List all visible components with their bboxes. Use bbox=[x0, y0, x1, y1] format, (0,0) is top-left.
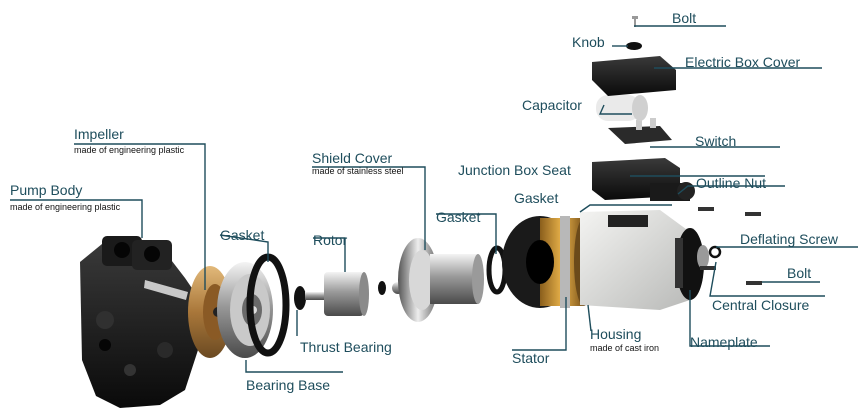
knob-part bbox=[626, 42, 642, 50]
label-outline-nut: Outline Nut bbox=[696, 175, 767, 191]
label-bearing-base: Bearing Base bbox=[246, 377, 331, 393]
electric-box-cover-part bbox=[592, 56, 676, 96]
note-shield-cover: made of stainless steel bbox=[312, 166, 404, 176]
label-housing: Housing bbox=[590, 326, 642, 342]
label-central-closure: Central Closure bbox=[712, 297, 810, 313]
label-bolt-right: Bolt bbox=[787, 265, 812, 281]
nameplate-part bbox=[675, 238, 683, 288]
label-nameplate: Nameplate bbox=[690, 334, 758, 350]
leader-lines bbox=[10, 25, 858, 373]
label-junction-box-seat: Junction Box Seat bbox=[458, 162, 571, 178]
deflating-ring-part bbox=[708, 245, 722, 259]
outline-nut-part bbox=[677, 182, 695, 200]
housing-part bbox=[580, 210, 704, 310]
label-switch: Switch bbox=[695, 133, 737, 149]
label-pump-body: Pump Body bbox=[10, 182, 83, 198]
label-gasket-top: Gasket bbox=[514, 190, 559, 206]
label-gasket-mid: Gasket bbox=[436, 209, 481, 225]
label-shield-cover: Shield Cover bbox=[312, 150, 393, 166]
note-housing: made of cast iron bbox=[590, 343, 660, 353]
right-bolts bbox=[698, 207, 762, 285]
capacitor-part bbox=[596, 95, 648, 121]
rotor-part bbox=[324, 272, 369, 316]
label-rotor: Rotor bbox=[313, 232, 348, 248]
shaft-part bbox=[305, 292, 335, 300]
thrust-bearing-part bbox=[294, 286, 306, 310]
pump-body-part bbox=[80, 236, 200, 408]
bearing-base-part bbox=[217, 262, 273, 358]
label-stator: Stator bbox=[512, 350, 550, 366]
label-capacitor: Capacitor bbox=[522, 97, 582, 113]
top-bolt-part bbox=[632, 16, 638, 27]
label-thrust-bearing: Thrust Bearing bbox=[300, 339, 392, 355]
note-pump-body: made of engineering plastic bbox=[10, 202, 121, 212]
label-deflating-screw: Deflating Screw bbox=[740, 231, 839, 247]
switch-part bbox=[608, 118, 672, 144]
label-bolt-top: Bolt bbox=[672, 10, 697, 26]
note-impeller: made of engineering plastic bbox=[74, 145, 185, 155]
junction-box-seat-part bbox=[592, 158, 690, 201]
label-gasket-left: Gasket bbox=[220, 227, 265, 243]
label-impeller: Impeller bbox=[74, 126, 124, 142]
label-electric-box-cover: Electric Box Cover bbox=[685, 54, 801, 70]
shield-cover-part bbox=[398, 238, 484, 322]
central-closure-part bbox=[697, 245, 709, 269]
small-ring-part bbox=[378, 281, 386, 295]
label-knob: Knob bbox=[572, 34, 605, 50]
